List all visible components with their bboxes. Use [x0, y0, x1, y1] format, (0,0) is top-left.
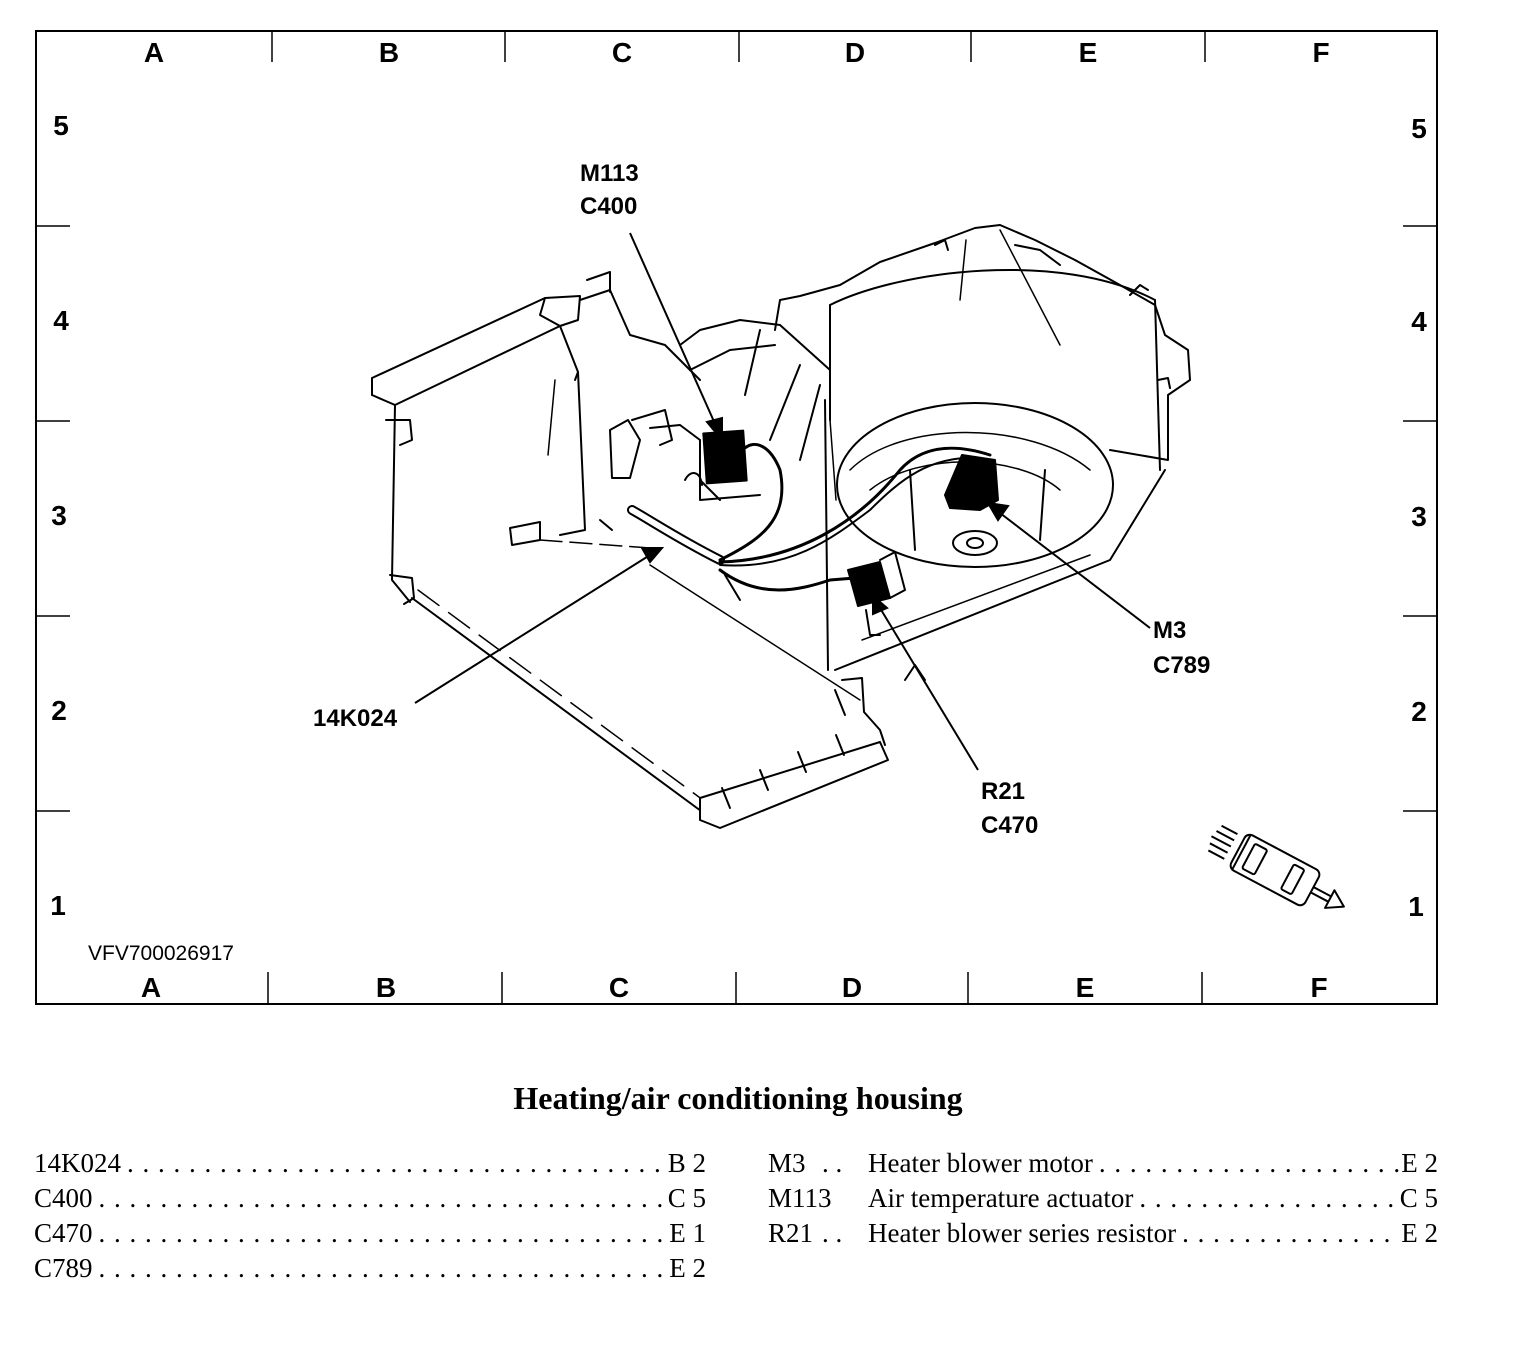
grid-col-bottom-c: C — [609, 972, 629, 1003]
drawing-code: VFV700026917 — [88, 942, 234, 965]
legend-leader-dots: . . . . . . . . . . . . . . . . . . . . … — [127, 1148, 668, 1178]
grid-col-top-e: E — [1079, 37, 1098, 68]
legend-leader-dots: . . . . . . . . . . . . . . . . . . . . … — [98, 1183, 668, 1213]
legend-row: M3 . . Heater blower motor . . . . . . .… — [768, 1146, 1438, 1181]
grid-col-bottom-e: E — [1076, 972, 1095, 1003]
legend-separator: . . — [822, 1148, 843, 1178]
component-legend-left: 14K024 . . . . . . . . . . . . . . . . .… — [34, 1146, 706, 1286]
legend-leader-dots: . . . . . . . . . . . . . . . . . . . . … — [1098, 1148, 1402, 1178]
grid-row-left-3: 3 — [51, 500, 67, 531]
legend-grid-ref: E 2 — [1401, 1218, 1438, 1248]
legend-grid-ref: B 2 — [667, 1148, 706, 1178]
grid-col-bottom-b: B — [376, 972, 396, 1003]
heating-housing-drawing — [371, 224, 1191, 829]
legend-leader-dots: . . . . . . . . . . . . . . . . . . . . … — [98, 1218, 670, 1248]
vehicle-direction-icon — [1207, 824, 1345, 909]
legend-separator: . . — [822, 1218, 843, 1248]
legend-grid-ref: E 1 — [669, 1218, 706, 1248]
grid-row-right-2: 2 — [1411, 696, 1427, 727]
legend-grid-ref: E 2 — [669, 1253, 706, 1283]
grid-col-top-d: D — [845, 37, 865, 68]
grid-col-top-c: C — [612, 37, 632, 68]
callout-m3-line2: C789 — [1153, 652, 1210, 679]
legend-code: M3 — [768, 1148, 806, 1178]
grid-col-bottom-d: D — [842, 972, 862, 1003]
legend-description: Heater blower motor — [868, 1148, 1093, 1178]
callout-m3-line1: M3 — [1153, 617, 1186, 644]
legend-grid-ref: C 5 — [1399, 1183, 1438, 1213]
grid-col-top-f: F — [1312, 37, 1329, 68]
figure-caption: Heating/air conditioning housing — [513, 1080, 963, 1116]
legend-description: Air temperature actuator — [868, 1183, 1134, 1213]
legend-separator — [822, 1181, 868, 1216]
legend-grid-ref: C 5 — [667, 1183, 706, 1213]
legend-row: 14K024 . . . . . . . . . . . . . . . . .… — [34, 1146, 706, 1181]
grid-col-top-a: A — [144, 37, 164, 68]
legend-row: C400 . . . . . . . . . . . . . . . . . .… — [34, 1181, 706, 1216]
wiring-location-diagram: A B C D E F A B C D E F 5 4 3 2 1 5 4 3 … — [35, 30, 1438, 1005]
legend-code: C400 — [34, 1183, 93, 1213]
grid-row-right-5: 5 — [1411, 113, 1427, 144]
legend-row: C470 . . . . . . . . . . . . . . . . . .… — [34, 1216, 706, 1251]
grid-row-left-1: 1 — [50, 890, 66, 921]
grid-row-left-5: 5 — [53, 110, 69, 141]
legend-row: C789 . . . . . . . . . . . . . . . . . .… — [34, 1251, 706, 1286]
grid-col-bottom-a: A — [141, 972, 161, 1003]
legend-code: C470 — [34, 1218, 93, 1248]
legend-description: Heater blower series resistor — [868, 1218, 1177, 1248]
legend-leader-dots: . . . . . . . . . . . . . . . . . . . . … — [98, 1253, 670, 1283]
legend-code: 14K024 — [34, 1148, 121, 1178]
component-legend-right: M3 . . Heater blower motor . . . . . . .… — [768, 1146, 1438, 1251]
legend-leader-dots: . . . . . . . . . . . . . . . . . . . . … — [1139, 1183, 1399, 1213]
legend-row: R21 . . Heater blower series resistor . … — [768, 1216, 1438, 1251]
callout-leaders — [414, 232, 1151, 771]
grid-col-top-b: B — [379, 37, 399, 68]
callout-14k024: 14K024 — [313, 705, 398, 732]
grid-row-right-3: 3 — [1411, 501, 1427, 532]
callout-r21-line1: R21 — [981, 778, 1025, 805]
grid-ticks — [36, 31, 1437, 1004]
grid-row-left-2: 2 — [51, 695, 67, 726]
legend-row: M113 Air temperature actuator . . . . . … — [768, 1181, 1438, 1216]
grid-row-right-4: 4 — [1411, 306, 1427, 337]
callout-r21-line2: C470 — [981, 812, 1038, 839]
callout-m113-line2: C400 — [580, 193, 637, 220]
grid-col-bottom-f: F — [1310, 972, 1327, 1003]
legend-code: C789 — [34, 1253, 93, 1283]
grid-row-left-4: 4 — [53, 305, 69, 336]
callout-m113-line1: M113 — [580, 160, 639, 187]
grid-row-right-1: 1 — [1408, 891, 1424, 922]
legend-code: M113 — [768, 1183, 832, 1213]
legend-leader-dots: . . . . . . . . . . . . . . . . . . . . … — [1182, 1218, 1401, 1248]
legend-code: R21 — [768, 1218, 814, 1248]
legend-grid-ref: E 2 — [1401, 1148, 1438, 1178]
diagram-frame — [35, 30, 1438, 1005]
